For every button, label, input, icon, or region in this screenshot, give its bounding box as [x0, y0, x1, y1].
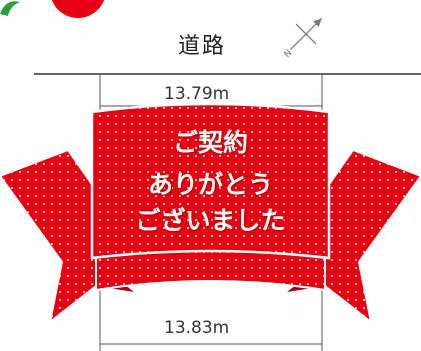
- congrats-ribbon: [0, 102, 421, 325]
- road-label: 道路: [178, 34, 227, 59]
- frontage-bottom-dimension: 13.83m: [164, 318, 230, 338]
- banner-line-2: ありがとう: [147, 170, 273, 199]
- banner-line-3: ございました: [135, 206, 286, 235]
- north-arrow-icon: N: [283, 18, 322, 60]
- corner-leaf-icon: [0, 1, 20, 16]
- frontage-top-dimension: 13.79m: [164, 84, 230, 104]
- svg-text:N: N: [283, 48, 295, 60]
- corner-badge: [0, 0, 105, 18]
- corner-circle-icon: [51, 0, 105, 18]
- banner-line-1: ご契約: [172, 128, 248, 157]
- ribbon-main-panel: [90, 102, 331, 260]
